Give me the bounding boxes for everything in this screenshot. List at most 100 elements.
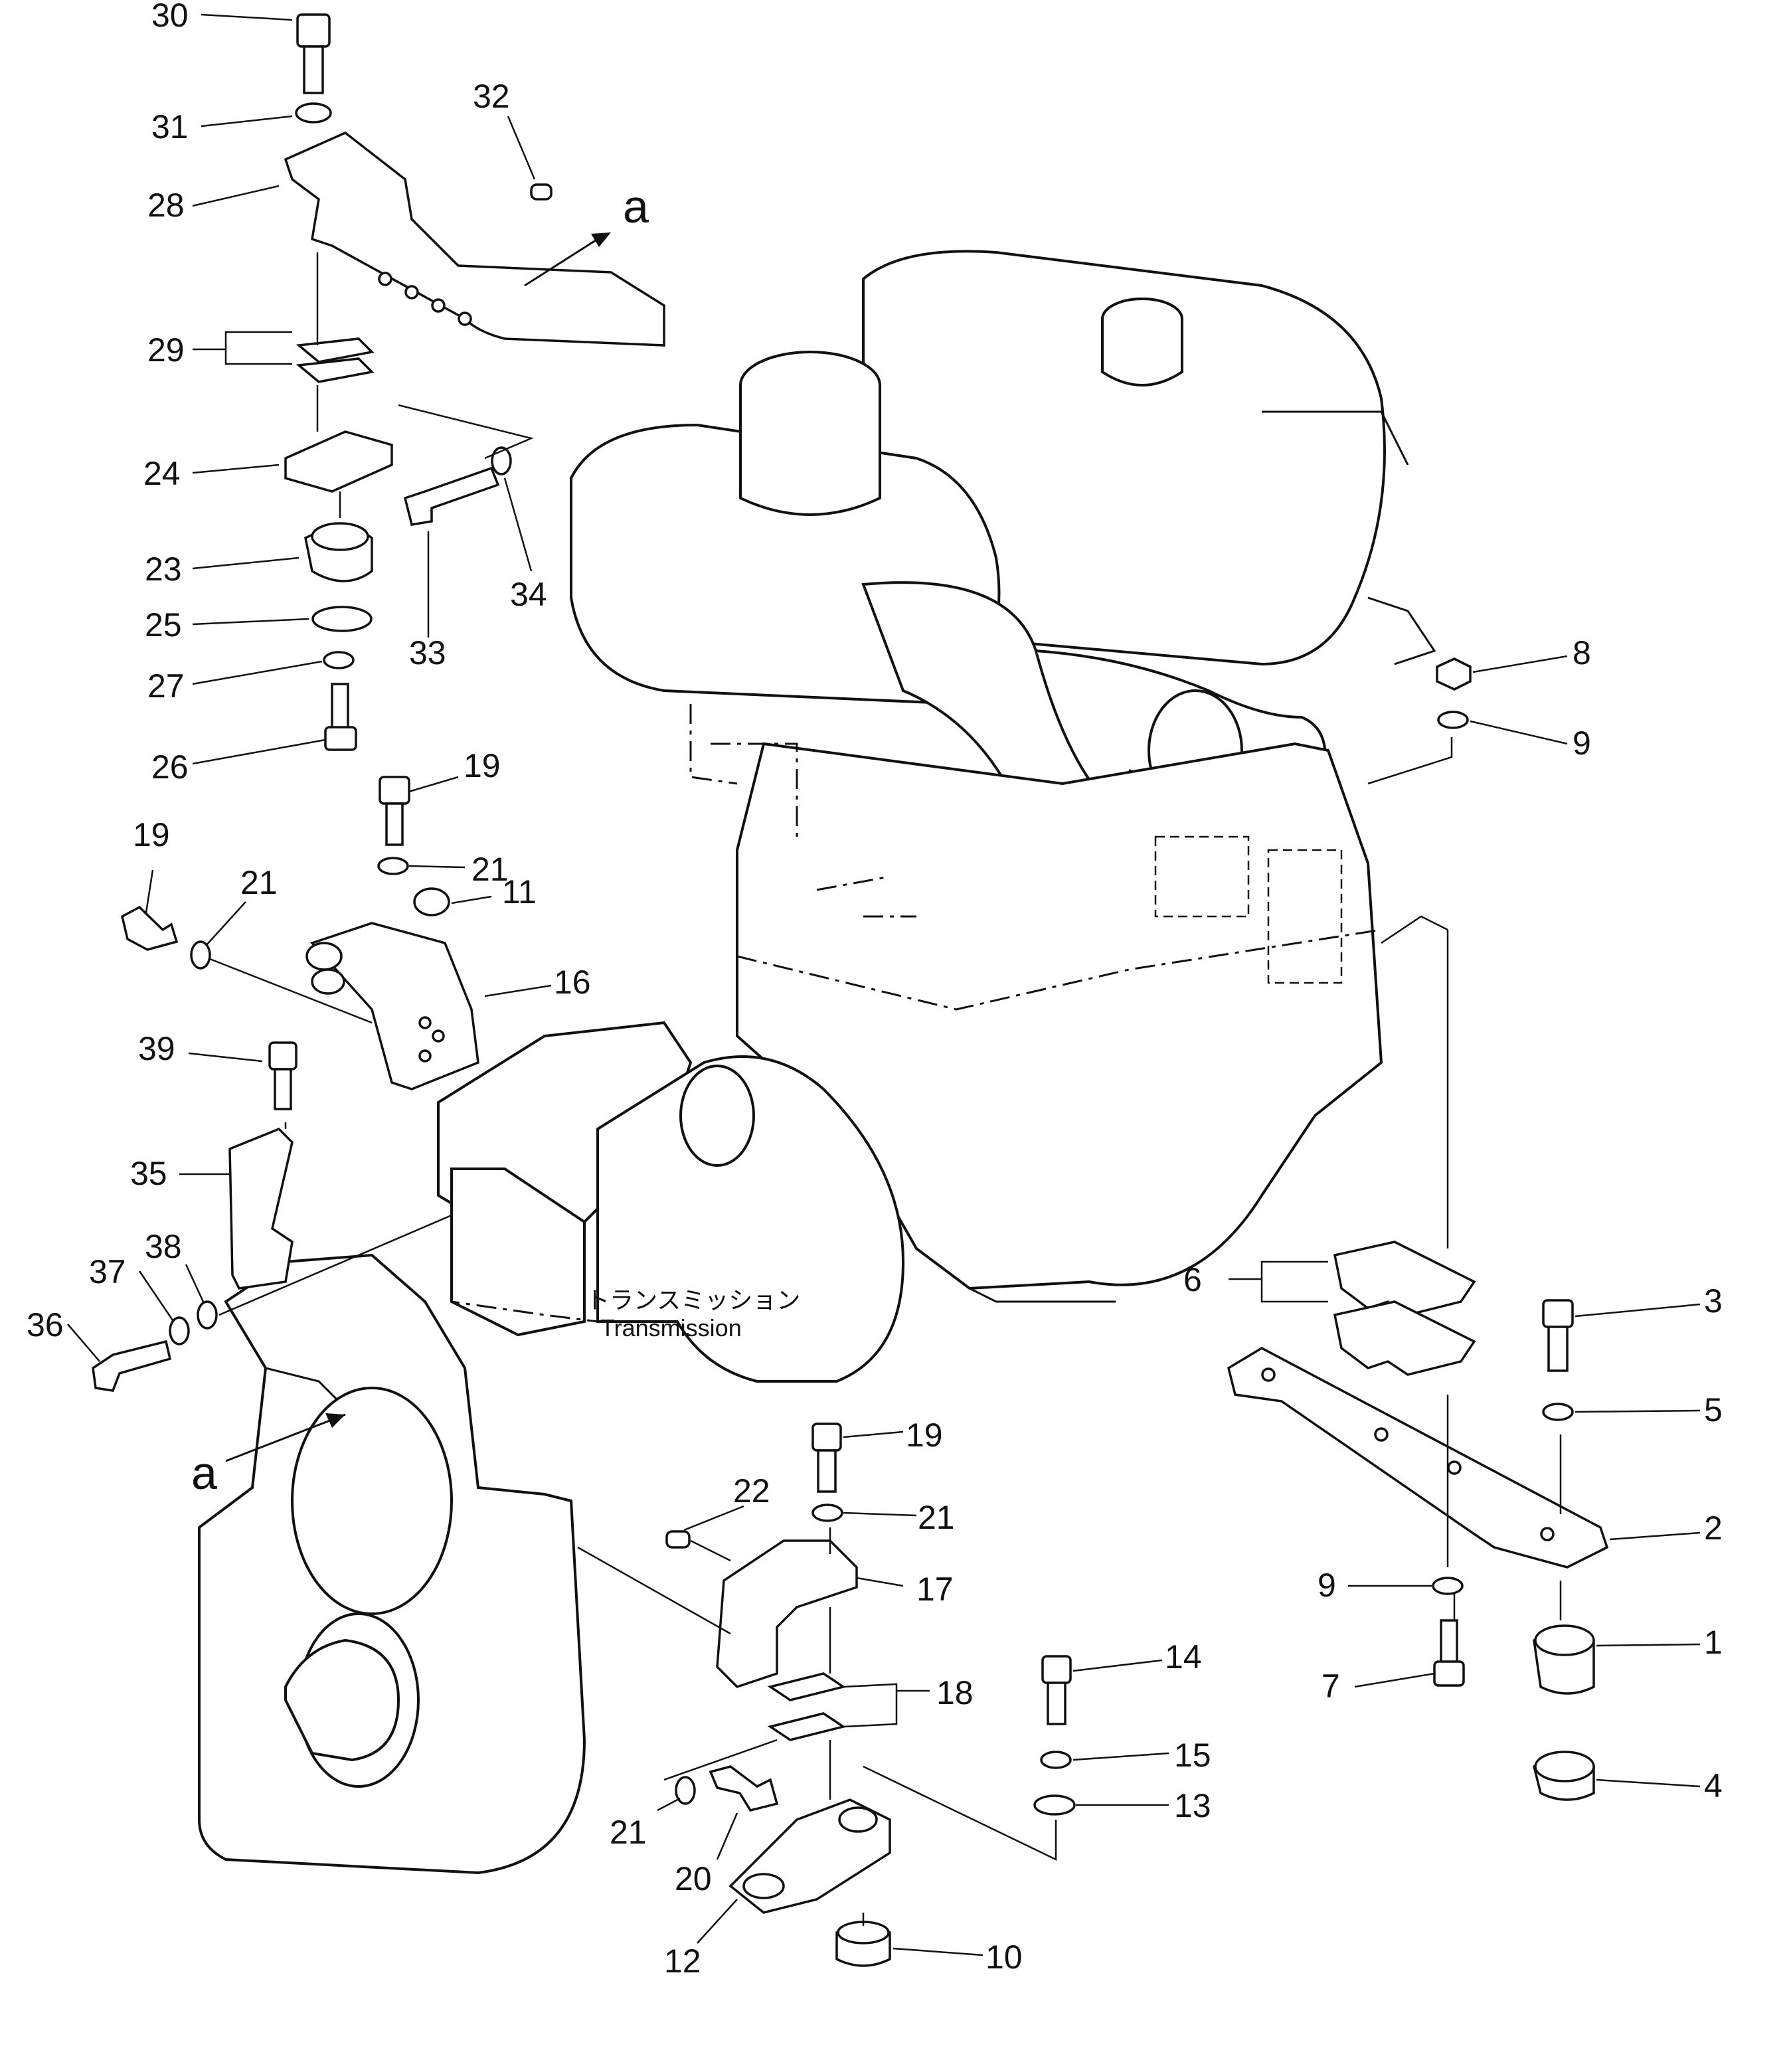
part-number-labels: 30 31 32 28 29 24 23 25 27 26 33 34 19 1… bbox=[27, 0, 1723, 1980]
label-28: 28 bbox=[147, 187, 185, 224]
label-8: 8 bbox=[1573, 634, 1591, 671]
label-6: 6 bbox=[1183, 1261, 1202, 1298]
shim-6-bottom bbox=[1333, 1300, 1476, 1376]
pin-32 bbox=[530, 183, 553, 201]
label-30: 30 bbox=[151, 0, 189, 34]
shim-18-top bbox=[767, 1672, 847, 1701]
label-3: 3 bbox=[1704, 1282, 1723, 1320]
label-19-upper: 19 bbox=[464, 747, 501, 784]
transmission-label-jp: トランスミッション bbox=[586, 1286, 800, 1314]
bracket-35 bbox=[228, 1127, 294, 1290]
washer-9-upper bbox=[1437, 711, 1469, 729]
transmission-assembly: トランスミッション Transmission a bbox=[191, 1021, 905, 1875]
engine-assembly bbox=[570, 250, 1436, 1303]
front-side-bracket-group bbox=[92, 776, 479, 1392]
label-21-upper: 21 bbox=[471, 851, 509, 888]
bolt-30 bbox=[296, 13, 331, 48]
washer-21-small bbox=[675, 1776, 696, 1805]
bolt-19-lower bbox=[811, 1423, 842, 1452]
label-26: 26 bbox=[151, 748, 189, 786]
label-34: 34 bbox=[510, 576, 547, 613]
label-39: 39 bbox=[138, 1030, 175, 1067]
label-25: 25 bbox=[145, 606, 182, 644]
label-24: 24 bbox=[143, 455, 181, 492]
bolt-36 bbox=[92, 1339, 172, 1392]
transmission-label-en: Transmission bbox=[600, 1314, 742, 1341]
label-17: 17 bbox=[916, 1571, 954, 1608]
label-21-lower: 21 bbox=[918, 1499, 955, 1536]
bracket-28 bbox=[284, 131, 665, 347]
label-14: 14 bbox=[1165, 1638, 1202, 1676]
reference-letter-a-top: a bbox=[623, 181, 649, 232]
bolt-3 bbox=[1542, 1299, 1574, 1328]
leader-lines bbox=[67, 13, 1701, 1956]
label-9-lower: 9 bbox=[1318, 1567, 1336, 1604]
label-36: 36 bbox=[27, 1306, 64, 1343]
washer-38 bbox=[197, 1300, 218, 1330]
bolt-19-upper bbox=[379, 776, 410, 805]
washer-13 bbox=[1033, 1794, 1076, 1816]
bracket-16 bbox=[309, 922, 479, 1090]
label-31: 31 bbox=[151, 108, 189, 145]
bolt-26 bbox=[331, 683, 349, 732]
bolt-7 bbox=[1440, 1619, 1458, 1666]
washer-27 bbox=[323, 651, 355, 669]
bolt-19-left bbox=[120, 905, 179, 951]
washer-21-lower bbox=[811, 1504, 843, 1522]
label-35: 35 bbox=[130, 1155, 167, 1192]
label-11: 11 bbox=[502, 873, 537, 910]
label-27: 27 bbox=[147, 667, 185, 705]
pin-22 bbox=[665, 1530, 691, 1549]
washer-21-upper bbox=[377, 857, 409, 875]
label-5: 5 bbox=[1704, 1391, 1723, 1428]
shim-6-top bbox=[1333, 1241, 1476, 1316]
washer-31 bbox=[295, 102, 332, 124]
label-2: 2 bbox=[1704, 1510, 1723, 1547]
label-19-left: 19 bbox=[133, 816, 170, 853]
washer-37 bbox=[169, 1316, 190, 1345]
label-12: 12 bbox=[664, 1942, 701, 1980]
washer-34 bbox=[491, 446, 512, 475]
label-15: 15 bbox=[1174, 1737, 1211, 1774]
washer-25 bbox=[311, 606, 373, 632]
reference-letter-a-bottom: a bbox=[191, 1447, 217, 1499]
bracket-17 bbox=[716, 1539, 858, 1689]
label-22: 22 bbox=[733, 1472, 770, 1510]
shim-29-bottom bbox=[296, 357, 375, 383]
label-9-upper: 9 bbox=[1573, 725, 1591, 762]
bracket-2 bbox=[1227, 1346, 1609, 1569]
washer-5 bbox=[1542, 1403, 1574, 1421]
shim-29-top bbox=[296, 337, 375, 363]
label-18: 18 bbox=[936, 1674, 974, 1711]
label-38: 38 bbox=[145, 1228, 182, 1265]
bolt-14 bbox=[1041, 1655, 1072, 1684]
label-1: 1 bbox=[1704, 1624, 1723, 1661]
label-10: 10 bbox=[985, 1939, 1023, 1976]
label-21-small: 21 bbox=[610, 1814, 647, 1851]
label-7: 7 bbox=[1322, 1668, 1340, 1705]
nut-8 bbox=[1436, 657, 1472, 691]
washer-15 bbox=[1040, 1751, 1072, 1769]
label-13: 13 bbox=[1174, 1787, 1211, 1824]
shim-18-bottom bbox=[767, 1712, 847, 1741]
label-37: 37 bbox=[89, 1253, 126, 1290]
rear-right-mount-group bbox=[1227, 657, 1609, 1801]
rear-upper-mount-group: a bbox=[284, 13, 665, 751]
front-lower-mount-group bbox=[577, 1423, 1076, 1967]
label-23: 23 bbox=[145, 551, 182, 588]
label-32: 32 bbox=[473, 78, 510, 115]
washer-21-left bbox=[190, 940, 211, 970]
label-4: 4 bbox=[1704, 1767, 1723, 1804]
plate-24 bbox=[284, 430, 393, 493]
label-20: 20 bbox=[675, 1860, 712, 1897]
washer-9-lower bbox=[1432, 1577, 1464, 1595]
bolt-30-shank bbox=[303, 45, 324, 94]
label-29: 29 bbox=[147, 331, 185, 369]
label-19-lower: 19 bbox=[906, 1417, 943, 1454]
bolt-39 bbox=[268, 1041, 298, 1071]
label-16: 16 bbox=[554, 964, 591, 1001]
label-21-left: 21 bbox=[240, 864, 278, 901]
bolt-33 bbox=[403, 466, 500, 526]
bolt-20 bbox=[709, 1765, 779, 1812]
